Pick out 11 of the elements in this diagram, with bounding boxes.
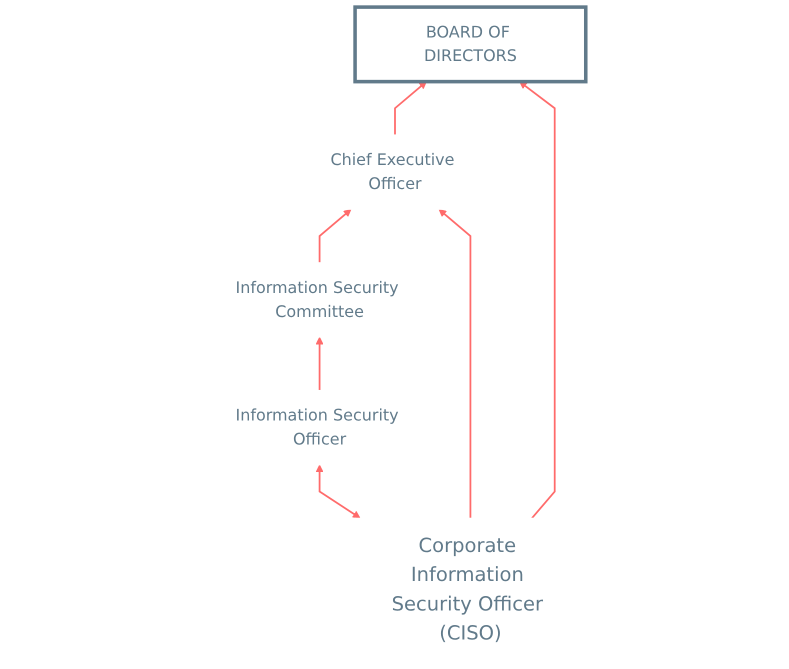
- node-text: Information Security Committee: [234, 278, 398, 322]
- arrow: [315, 336, 323, 390]
- arrow: [315, 464, 360, 518]
- node-text: Corporate Information Security Officer (CISO): [391, 535, 543, 646]
- node-box: BOARD OF DIRECTORS: [352, 5, 588, 84]
- arrow: [518, 81, 556, 519]
- arrow: [438, 209, 471, 518]
- arrow: [394, 81, 426, 135]
- node-text: Information Security Officer: [234, 406, 398, 449]
- node-text: Chief Executive Officer: [330, 150, 454, 194]
- arrow: [318, 209, 351, 263]
